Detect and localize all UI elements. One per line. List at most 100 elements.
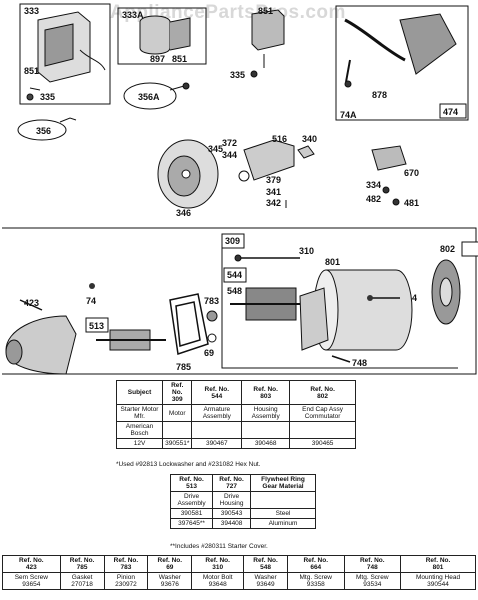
callout-356a: 356A: [138, 92, 160, 102]
part-748-screw: [331, 355, 351, 363]
part-345-flywheel: [157, 139, 219, 209]
t1-cell: [191, 421, 243, 439]
t3-header: Ref. No. 801: [400, 555, 476, 573]
t3-header: Ref. No. 664: [287, 555, 345, 573]
t1-cell: 390465: [289, 438, 356, 449]
part-851-upper: [250, 9, 285, 78]
callout-335-b: 335: [230, 70, 245, 80]
t1-cell: 390467: [191, 438, 243, 449]
callout-851-c: 851: [258, 6, 273, 16]
callout-785: 785: [176, 362, 191, 372]
callout-482: 482: [366, 194, 381, 204]
t3-cell: Sem Screw 93654: [2, 572, 61, 590]
callout-851: 851: [24, 66, 39, 76]
t3-cell: Washer 93676: [147, 572, 193, 590]
t1-cell: Housing Assembly: [241, 404, 291, 422]
part-356a-ring: [123, 82, 190, 110]
callout-372: 372: [222, 138, 237, 148]
t3-header: Ref. No. 548: [243, 555, 288, 573]
t2-cell: 390543: [212, 508, 252, 519]
callout-783: 783: [204, 296, 219, 306]
t2-cell: Steel: [250, 508, 316, 519]
callout-878: 878: [372, 90, 387, 100]
t2-cell: Aluminum: [250, 518, 316, 529]
t1-header-803: Ref. No. 803: [241, 380, 291, 405]
part-785-gasket: [169, 293, 209, 355]
callout-802: 802: [440, 244, 455, 254]
callout-801: 801: [325, 257, 340, 267]
starter-motor-table: Subject Ref. No. 309 Ref. No. 544 Ref. N…: [115, 380, 356, 449]
callout-513: 513: [89, 321, 104, 331]
t2-cell: 390581: [169, 508, 214, 519]
drive-assembly-table: Ref. No. 513 Ref. No. 727 Flywheel Ring …: [169, 474, 316, 529]
callout-342: 342: [266, 198, 281, 208]
part-670-switch: [371, 145, 407, 206]
t2-header-ring-gear: Flywheel Ring Gear Material: [250, 474, 316, 492]
t1-cell: Motor: [162, 404, 193, 422]
t1-cell: American Bosch: [115, 421, 164, 439]
callout-670: 670: [404, 168, 419, 178]
t2-cell: 394408: [212, 518, 252, 529]
callout-310: 310: [299, 246, 314, 256]
callout-340: 340: [302, 134, 317, 144]
t2-cell: Drive Housing: [212, 491, 252, 509]
part-333-group: [19, 3, 111, 105]
callout-346: 346: [176, 208, 191, 218]
t3-cell: Mtg. Screw 93358: [287, 572, 345, 590]
t3-header: Ref. No. 783: [103, 555, 149, 573]
callout-748: 748: [352, 358, 367, 368]
callout-335: 335: [40, 92, 55, 102]
t3-cell: Gasket 270718: [59, 572, 105, 590]
callout-356: 356: [36, 126, 51, 136]
callout-74: 74: [86, 296, 96, 306]
t2-cell: Drive Assembly: [169, 491, 214, 509]
t1-cell: End Cap Assy Commutator: [289, 404, 356, 422]
t2-header-513: Ref. No. 513: [169, 474, 214, 492]
t1-cell: Armature Assembly: [191, 404, 243, 422]
callout-344: 344: [222, 150, 237, 160]
callout-69: 69: [204, 348, 214, 358]
footnote-starter-cover: **Includes #280311 Starter Cover.: [170, 543, 268, 550]
t1-cell: 12V: [115, 438, 164, 449]
callout-423: 423: [24, 298, 39, 308]
part-brake-assembly: [238, 139, 315, 208]
part-727-drive-housing: [5, 315, 77, 375]
t1-cell: Starter Motor Mfr.: [115, 404, 164, 422]
t1-cell: [241, 421, 291, 439]
t2-cell: 397645**: [169, 518, 214, 529]
t3-header: Ref. No. 310: [191, 555, 245, 573]
callout-309: 309: [225, 236, 240, 246]
t1-header-802: Ref. No. 802: [289, 380, 356, 405]
part-69-washer: [207, 333, 217, 343]
callout-851-b: 851: [172, 54, 187, 64]
callout-341: 341: [266, 187, 281, 197]
part-189-nut: [367, 295, 373, 301]
t2-cell: [250, 491, 316, 509]
part-783-pinion: [206, 310, 218, 322]
parts-reference-table: Ref. No. 423 Ref. No. 785 Ref. No. 783 R…: [2, 555, 476, 590]
callout-333: 333: [24, 6, 39, 16]
part-333a-group: [117, 7, 207, 65]
t1-header-subject: Subject: [115, 380, 164, 405]
callout-897: 897: [150, 54, 165, 64]
t1-header-544: Ref. No. 544: [191, 380, 243, 405]
t3-header: Ref. No. 785: [59, 555, 105, 573]
t1-cell: [289, 421, 356, 439]
callout-544: 544: [227, 270, 242, 280]
part-474-group: [335, 5, 469, 121]
callout-334: 334: [366, 180, 381, 190]
t3-header: Ref. No. 423: [2, 555, 61, 573]
t3-cell: Pinion 230972: [103, 572, 149, 590]
callout-74a: 74A: [340, 110, 357, 120]
t2-header-727: Ref. No. 727: [212, 474, 252, 492]
t1-header-309: Ref. No. 309: [162, 380, 193, 405]
part-356-ring: [17, 117, 77, 141]
footnote-lockwasher: *Used #92813 Lockwasher and #231082 Hex …: [116, 461, 261, 468]
callout-345: 345: [208, 144, 223, 154]
t3-cell: Mounting Head 390544: [400, 572, 476, 590]
t3-cell: Washer 93649: [243, 572, 288, 590]
callout-516: 516: [272, 134, 287, 144]
callout-333a: 333A: [122, 10, 144, 20]
part-803-housing: [313, 269, 413, 351]
t1-cell: [162, 421, 193, 439]
